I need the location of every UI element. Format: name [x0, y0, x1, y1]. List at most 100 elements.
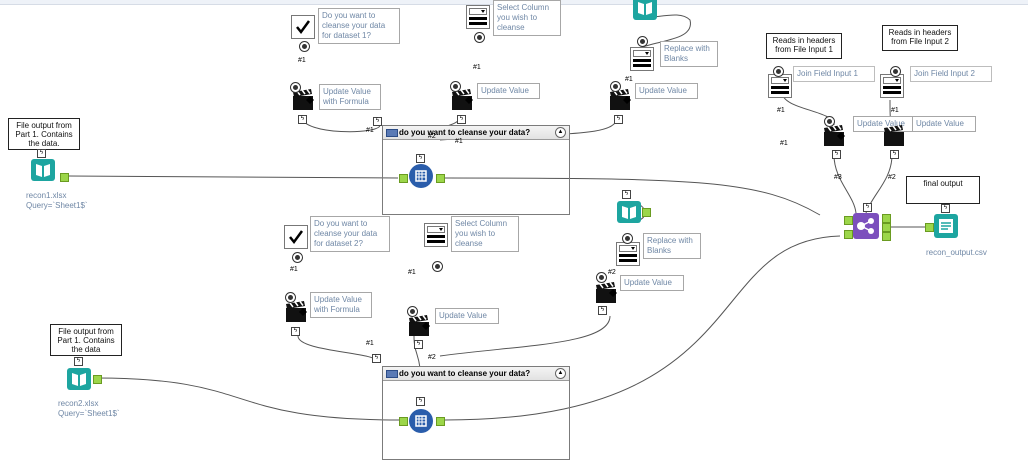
lightning-icon: ϟ [74, 357, 83, 366]
lightning-icon: ϟ [598, 306, 607, 315]
join-output-anchor-icon[interactable] [882, 232, 891, 241]
dropdown-tool[interactable] [616, 242, 640, 266]
lightning-icon: ϟ [832, 150, 841, 159]
input2-annotation: recon2.xlsx Query=`Sheet1$` [58, 399, 120, 418]
container-title: do you want to cleanse your data? [399, 128, 531, 137]
radio-icon [285, 292, 296, 303]
input-data-icon[interactable] [632, 0, 658, 22]
update-value-clapper-icon[interactable] [450, 88, 474, 112]
update-value-clapper-icon[interactable] [594, 281, 618, 305]
radio-icon [637, 36, 648, 47]
label-update-value-a: Update Value [477, 83, 540, 99]
lightning-icon: ϟ [890, 150, 899, 159]
update-value-clapper-icon[interactable] [407, 314, 431, 338]
label-replace-blanks-2: Replace with Blanks [643, 233, 701, 259]
output-anchor-icon[interactable] [93, 375, 102, 384]
label-update-value-b: Update Value [635, 83, 698, 99]
lightning-icon: ϟ [941, 204, 950, 213]
join-output-anchor-icon[interactable] [882, 223, 891, 232]
radio-icon [299, 41, 310, 52]
radio-icon [610, 81, 621, 92]
label-select-column-2: Select Column you wish to cleanse [451, 216, 519, 252]
input-data-icon[interactable] [616, 200, 642, 224]
connection-label: #1 [290, 266, 298, 273]
lightning-icon: ϟ [614, 115, 623, 124]
radio-icon [474, 32, 485, 43]
left-anchor-icon[interactable] [844, 216, 853, 225]
update-value-clapper-icon[interactable] [284, 300, 308, 324]
label-update-formula-2: Update Value with Formula [310, 292, 372, 318]
join-icon[interactable] [852, 212, 880, 240]
output-annotation: recon_output.csv [926, 248, 987, 257]
container-bottom[interactable]: do you want to cleanse your data?▲ [382, 366, 570, 460]
lightning-icon: ϟ [863, 203, 872, 212]
label-q2: Do you want to cleanse your data for dat… [310, 216, 390, 252]
dropdown-tool[interactable] [630, 47, 654, 71]
connection-label: #1 [366, 127, 374, 134]
lightning-icon: ϟ [298, 115, 307, 124]
output-anchor-icon[interactable] [60, 173, 69, 182]
label-join-field-1: Join Field Input 1 [793, 66, 875, 82]
comment-headers-1: Reads in headers from File Input 1 [766, 33, 842, 59]
connection-label: #2 [428, 354, 436, 361]
input-anchor-icon[interactable] [399, 174, 408, 183]
input-data-icon[interactable] [66, 367, 92, 391]
connection-label: #1 [780, 140, 788, 147]
radio-icon [450, 81, 461, 92]
connection-label: #1 [408, 269, 416, 276]
lightning-icon: ϟ [373, 117, 382, 126]
lightning-icon: ϟ [37, 149, 46, 158]
comment-file-output-2: File output from Part 1. Contains the da… [50, 324, 122, 356]
check-icon [289, 230, 304, 245]
input1-annotation: recon1.xlsx Query=`Sheet1$` [26, 191, 88, 210]
checkbox-tool[interactable] [291, 15, 315, 39]
right-anchor-icon[interactable] [844, 230, 853, 239]
radio-icon [890, 66, 901, 77]
dropdown-tool[interactable] [424, 223, 448, 247]
update-value-clapper-icon[interactable] [882, 124, 906, 148]
lightning-icon: ϟ [457, 115, 466, 124]
connection-label: #1 [777, 107, 785, 114]
update-value-clapper-icon[interactable] [608, 88, 632, 112]
update-value-clapper-icon[interactable] [822, 124, 846, 148]
label-replace-blanks-1: Replace with Blanks [660, 41, 718, 67]
radio-icon [622, 233, 633, 244]
input-data-icon[interactable] [30, 158, 56, 182]
input-anchor-icon[interactable] [925, 223, 934, 232]
lightning-icon: ϟ [622, 190, 631, 199]
label-update-value-d: Update Value [912, 116, 976, 132]
output-anchor-icon[interactable] [642, 208, 651, 217]
union-icon[interactable] [408, 408, 434, 434]
lightning-icon: ϟ [416, 397, 425, 406]
dropdown-tool[interactable] [880, 74, 904, 98]
radio-icon [292, 252, 303, 263]
radio-icon [432, 261, 443, 272]
input-anchor-icon[interactable] [399, 417, 408, 426]
radio-icon [773, 66, 784, 77]
container-top[interactable]: do you want to cleanse your data? ▲ [382, 125, 570, 215]
output-data-icon[interactable] [933, 213, 959, 239]
collapse-button[interactable]: ▲ [555, 127, 566, 138]
join-output-anchor-icon[interactable] [882, 214, 891, 223]
check-icon [296, 20, 311, 35]
connection-label: #1 [473, 64, 481, 71]
comment-final-output: final output [906, 176, 980, 204]
lightning-icon: ϟ [372, 354, 381, 363]
radio-icon [824, 116, 835, 127]
connection-label: #2 [888, 174, 896, 181]
label-select-column-1: Select Column you wish to cleanse [493, 0, 561, 36]
connection-label: #2 [428, 133, 436, 140]
label-update-value-e: Update Value [435, 308, 499, 324]
checkbox-tool[interactable] [284, 225, 308, 249]
connection-label: #1 [625, 76, 633, 83]
output-anchor-icon[interactable] [436, 174, 445, 183]
label-update-value-f: Update Value [620, 275, 684, 291]
dropdown-tool[interactable] [466, 5, 490, 29]
dropdown-tool[interactable] [768, 74, 792, 98]
union-icon[interactable] [408, 163, 434, 189]
collapse-button[interactable]: ▲ [555, 368, 566, 379]
connection-label: #1 [366, 340, 374, 347]
output-anchor-icon[interactable] [436, 417, 445, 426]
radio-icon [596, 272, 607, 283]
